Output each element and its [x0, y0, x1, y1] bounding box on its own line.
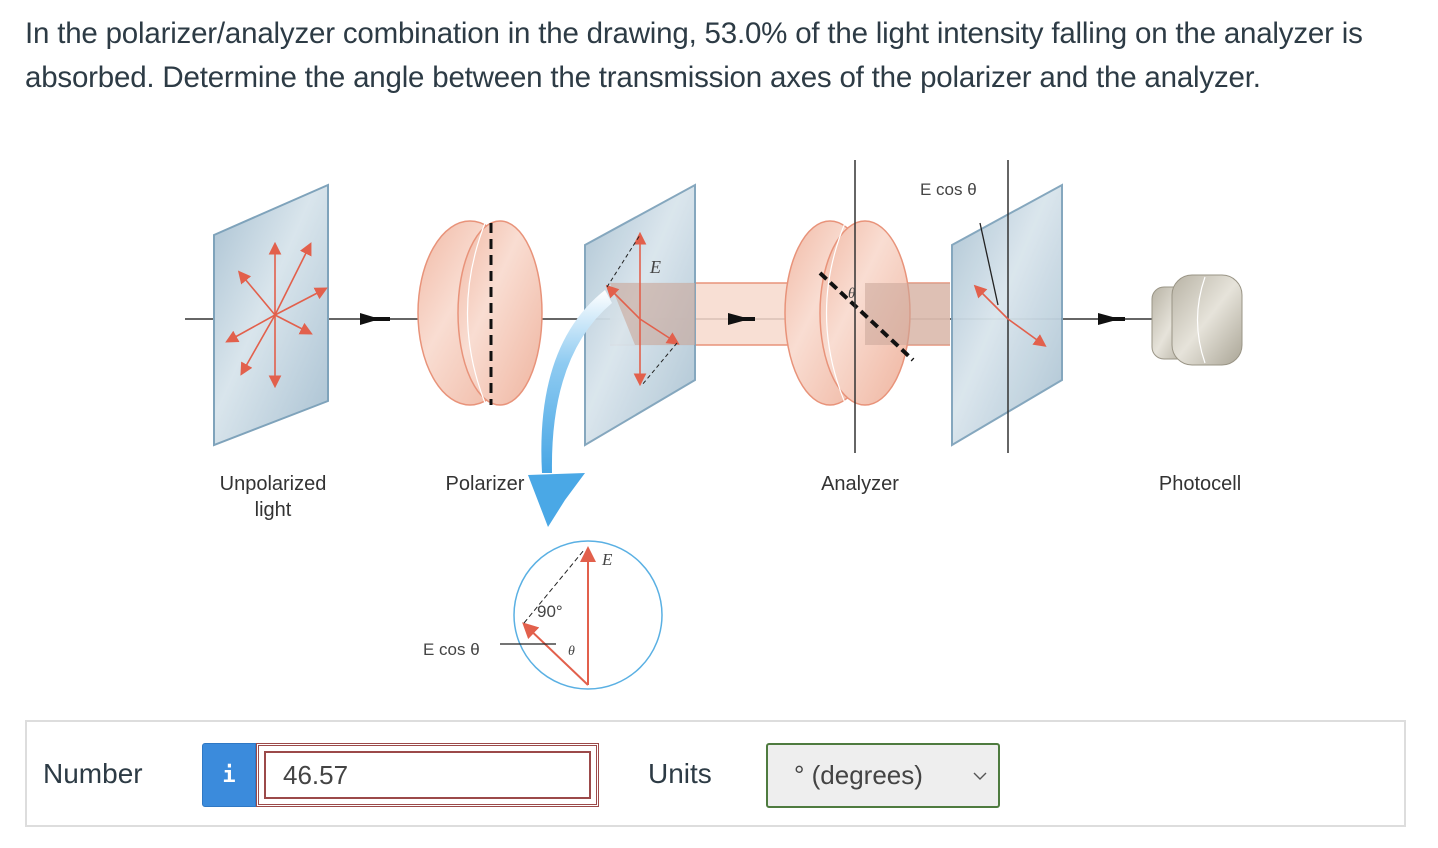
inset-theta-label: θ [568, 644, 575, 659]
polarizer-label: Polarizer [445, 473, 525, 495]
curved-arrow-icon [541, 290, 612, 473]
unpolarized-light-panel [213, 183, 329, 447]
chevron-down-icon [973, 772, 987, 780]
analyzer-label: Analyzer [821, 473, 899, 495]
photocell-label: Photocell [1158, 473, 1242, 495]
photocell-icon [1151, 274, 1243, 366]
inset-vector-diagram: 90° θ E E cos θ [423, 540, 663, 690]
answer-panel: Number i Units ° (degrees) [25, 720, 1406, 827]
analyzer-disk: θ [784, 160, 950, 453]
inset-e-label: E [601, 550, 613, 569]
theta-label: θ [848, 286, 856, 302]
number-label: Number [43, 758, 143, 789]
right-angle-label: 90° [537, 602, 563, 621]
polarizer-analyzer-diagram: E θ E cos θ [180, 155, 1260, 700]
units-selected-value: ° (degrees) [794, 760, 923, 790]
number-input[interactable] [256, 743, 599, 807]
analyzed-light-panel: E cos θ [920, 160, 1063, 453]
question-text: In the polarizer/analyzer combination in… [25, 17, 1363, 94]
unpolarized-light-label: Unpolarized light [219, 473, 327, 521]
inset-e-cos-theta-label: E cos θ [423, 640, 480, 659]
info-icon[interactable]: i [202, 743, 256, 807]
units-label: Units [648, 758, 712, 789]
e-field-label: E [649, 257, 661, 277]
units-select[interactable]: ° (degrees) [766, 743, 1000, 808]
polarized-light-panel: E [584, 183, 696, 447]
e-cos-theta-top-label: E cos θ [920, 180, 977, 199]
polarizer-disk [417, 220, 543, 406]
